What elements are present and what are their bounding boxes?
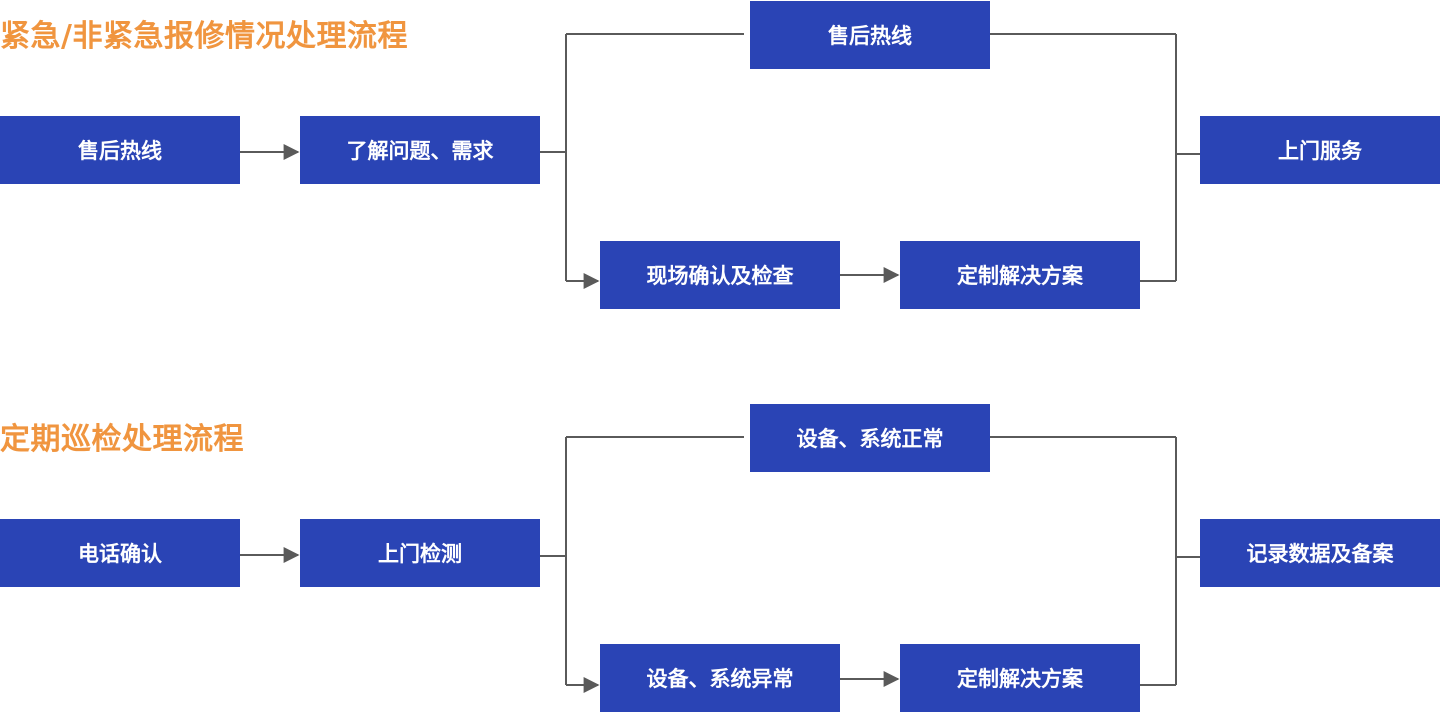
node-system-abnormal: 设备、系统异常 xyxy=(600,644,840,712)
node-custom-plan-2: 定制解决方案 xyxy=(900,644,1140,712)
node-understand-needs: 了解问题、需求 xyxy=(300,116,540,184)
node-onsite-detect: 上门检测 xyxy=(300,519,540,587)
node-hotline: 售后热线 xyxy=(0,116,240,184)
node-branch-hotline: 售后热线 xyxy=(750,1,990,69)
node-onsite-service: 上门服务 xyxy=(1200,116,1440,184)
inspection-flow-title: 定期巡检处理流程 xyxy=(0,422,244,457)
node-onsite-check: 现场确认及检查 xyxy=(600,241,840,309)
node-phone-confirm: 电话确认 xyxy=(0,519,240,587)
node-system-normal: 设备、系统正常 xyxy=(750,404,990,472)
emergency-flow-title: 紧急/非紧急报修情况处理流程 xyxy=(0,19,408,54)
node-record-archive: 记录数据及备案 xyxy=(1200,519,1440,587)
node-custom-plan: 定制解决方案 xyxy=(900,241,1140,309)
